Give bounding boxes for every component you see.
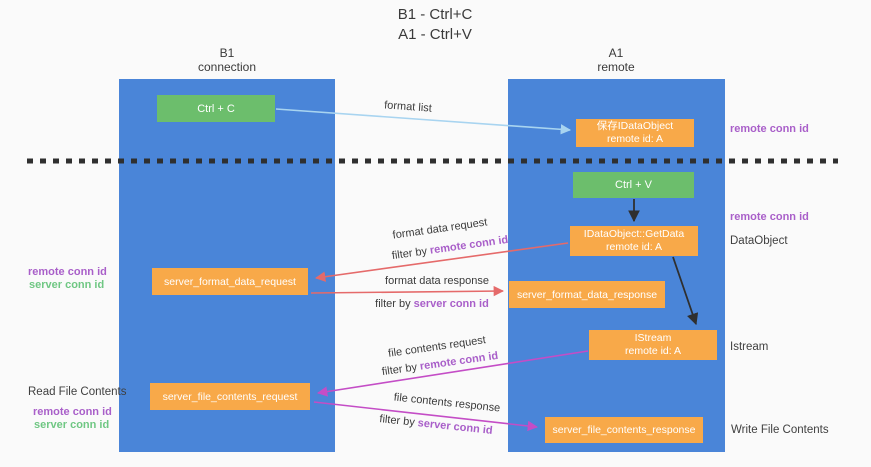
lane-header-b1: B1 connection <box>198 46 256 74</box>
annotation-remote-conn-id-left-top: remote conn id <box>28 266 107 278</box>
arrow-format-data-request <box>314 242 569 282</box>
node-istream-line2: remote id: A <box>624 345 682 357</box>
title-line-2: A1 - Ctrl+V <box>398 26 472 43</box>
node-file-request-label: server_file_contents_request <box>162 390 298 403</box>
node-istream-line1: IStream <box>634 332 672 344</box>
filter-by-text: filter by <box>375 298 411 310</box>
arrow-file-contents-response <box>313 401 539 432</box>
node-ctrl-c: Ctrl + C <box>157 95 275 122</box>
node-ctrl-v: Ctrl + V <box>573 172 694 198</box>
node-format-request-label: server_format_data_request <box>164 275 296 288</box>
annotation-remote-conn-id-mid-right: remote conn id <box>730 211 809 223</box>
edge-label-format-data-response: format data response <box>385 275 489 287</box>
node-getdata-line2: remote id: A <box>605 241 663 253</box>
lane-header-a1: A1 remote <box>597 46 634 74</box>
annotation-server-conn-id-left-bottom: server conn id <box>34 419 110 431</box>
node-save-idataobject-line2: remote id: A <box>606 133 664 145</box>
annotation-istream: Istream <box>730 341 769 353</box>
node-server-file-contents-request: server_file_contents_request <box>150 383 310 410</box>
annotation-remote-conn-id-left-bottom: remote conn id <box>33 406 112 418</box>
node-ctrl-v-label: Ctrl + V <box>615 179 652 191</box>
annotation-read-file-contents: Read File Contents <box>28 386 127 398</box>
annotation-dataobject: DataObject <box>730 235 788 247</box>
node-server-file-contents-response: server_file_contents_response <box>545 417 703 443</box>
annotation-write-file-contents: Write File Contents <box>731 424 829 436</box>
annotation-remote-conn-id-top-right: remote conn id <box>730 123 809 135</box>
node-format-response-label: server_format_data_response <box>516 288 658 301</box>
title-line-1: B1 - Ctrl+C <box>397 6 473 23</box>
lane-b1-name: B1 <box>219 46 235 60</box>
arrow-format-list <box>275 108 572 135</box>
node-save-idataobject-line1: 保存IDataObject <box>596 120 674 132</box>
lane-a1-name: A1 <box>608 46 624 60</box>
node-getdata-line1: IDataObject::GetData <box>583 228 685 240</box>
node-server-format-data-response: server_format_data_response <box>509 281 665 308</box>
node-idataobject-getdata: IDataObject::GetData remote id: A <box>570 226 698 256</box>
lane-b1-subtitle: connection <box>197 60 257 74</box>
arrow-file-contents-request <box>316 350 589 397</box>
diagram-title: B1 - Ctrl+C A1 - Ctrl+V <box>398 5 473 45</box>
lane-a1-subtitle: remote <box>597 60 635 74</box>
annotation-server-conn-id-left-top: server conn id <box>29 279 105 291</box>
server-conn-id-text: server conn id <box>413 298 489 310</box>
node-istream: IStream remote id: A <box>589 330 717 360</box>
arrow-format-data-response <box>310 285 505 297</box>
node-ctrl-c-label: Ctrl + C <box>197 102 235 115</box>
arrow-getdata-to-istream <box>672 256 699 326</box>
node-save-idataobject: 保存IDataObject remote id: A <box>576 119 694 147</box>
node-server-format-data-request: server_format_data_request <box>152 268 308 295</box>
node-file-response-label: server_file_contents_response <box>552 424 696 436</box>
